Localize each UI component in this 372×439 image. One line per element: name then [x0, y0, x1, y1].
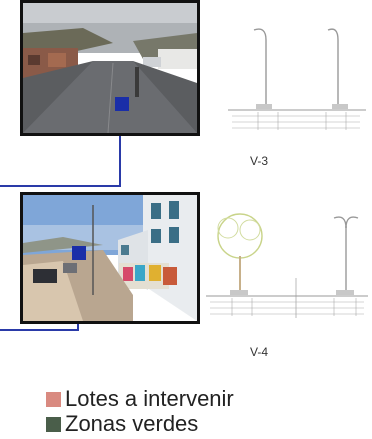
location-marker-v3	[115, 97, 129, 111]
legend-swatch-zonas	[46, 416, 61, 432]
cross-section-v4	[206, 213, 368, 318]
legend-item-zonas: Zonas verdes	[46, 413, 198, 435]
section-label-v4: V-4	[250, 345, 269, 359]
street-photo-v3-image	[23, 3, 197, 133]
legend-item-lotes: Lotes a intervenir	[46, 388, 234, 410]
tree-illustration	[217, 213, 263, 294]
dimension-lines	[232, 112, 360, 130]
legend-swatch-lotes	[46, 391, 61, 407]
legend-label-zonas: Zonas verdes	[65, 411, 199, 436]
cross-section-v3	[228, 28, 366, 130]
legend-label-lotes: Lotes a intervenir	[65, 386, 234, 411]
street-photo-v4-image	[23, 195, 197, 321]
location-marker-v4	[72, 246, 86, 260]
streetlight-right	[327, 28, 339, 108]
dimension-lines	[210, 298, 364, 316]
section-label-v3: V-3	[250, 154, 269, 168]
street-photo-v4	[20, 192, 200, 324]
street-photo-v3	[20, 0, 200, 136]
streetlight-left	[253, 28, 267, 108]
double-streetlight	[333, 216, 359, 294]
